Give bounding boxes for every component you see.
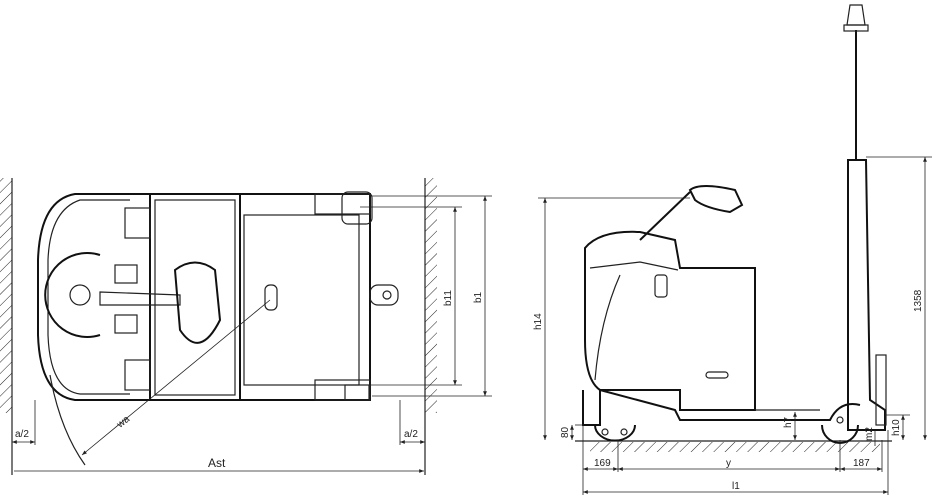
aisle-width-label: Ast	[208, 456, 226, 470]
ground-clearance-label: m2	[864, 427, 875, 441]
overall-length-label: l1	[732, 481, 740, 492]
overall-width-label: b1	[473, 291, 484, 303]
inner-width-label: b11	[443, 290, 454, 306]
right-wall	[424, 178, 437, 475]
aisle-half-left-label: a/2	[15, 429, 29, 440]
platform-height-label: h7	[783, 416, 794, 428]
truck-side-outline	[582, 185, 861, 444]
truck-top-outline	[37, 191, 399, 401]
mast	[843, 4, 887, 431]
top-view: wa b11 b1 a/2 a/2 Ast	[0, 178, 492, 475]
aisle-half-right-label: a/2	[404, 429, 418, 440]
length-dimensions: 169 y 187 l1	[582, 425, 889, 495]
tiller-height-label: h14	[533, 313, 544, 330]
height-dimensions: h14 1358 80 h7 h10 m2	[533, 156, 932, 446]
mast-height-label: 1358	[913, 289, 924, 312]
side-view: h14 1358 80 h7 h10 m2 169 y	[533, 4, 932, 495]
front-overhang-label: 169	[594, 458, 611, 469]
width-dimensions: b11 b1	[360, 195, 492, 397]
turning-radius-dimension: wa	[49, 299, 271, 466]
left-wall	[0, 178, 13, 475]
beacon-light-icon	[846, 4, 866, 26]
front-height-label: 80	[560, 426, 571, 438]
coupling-height-label: h10	[891, 419, 902, 436]
aisle-dimensions: a/2 a/2 Ast	[12, 400, 425, 473]
rear-overhang-label: 187	[853, 458, 870, 469]
wheelbase-label: y	[726, 458, 731, 469]
ground-line	[575, 440, 892, 452]
